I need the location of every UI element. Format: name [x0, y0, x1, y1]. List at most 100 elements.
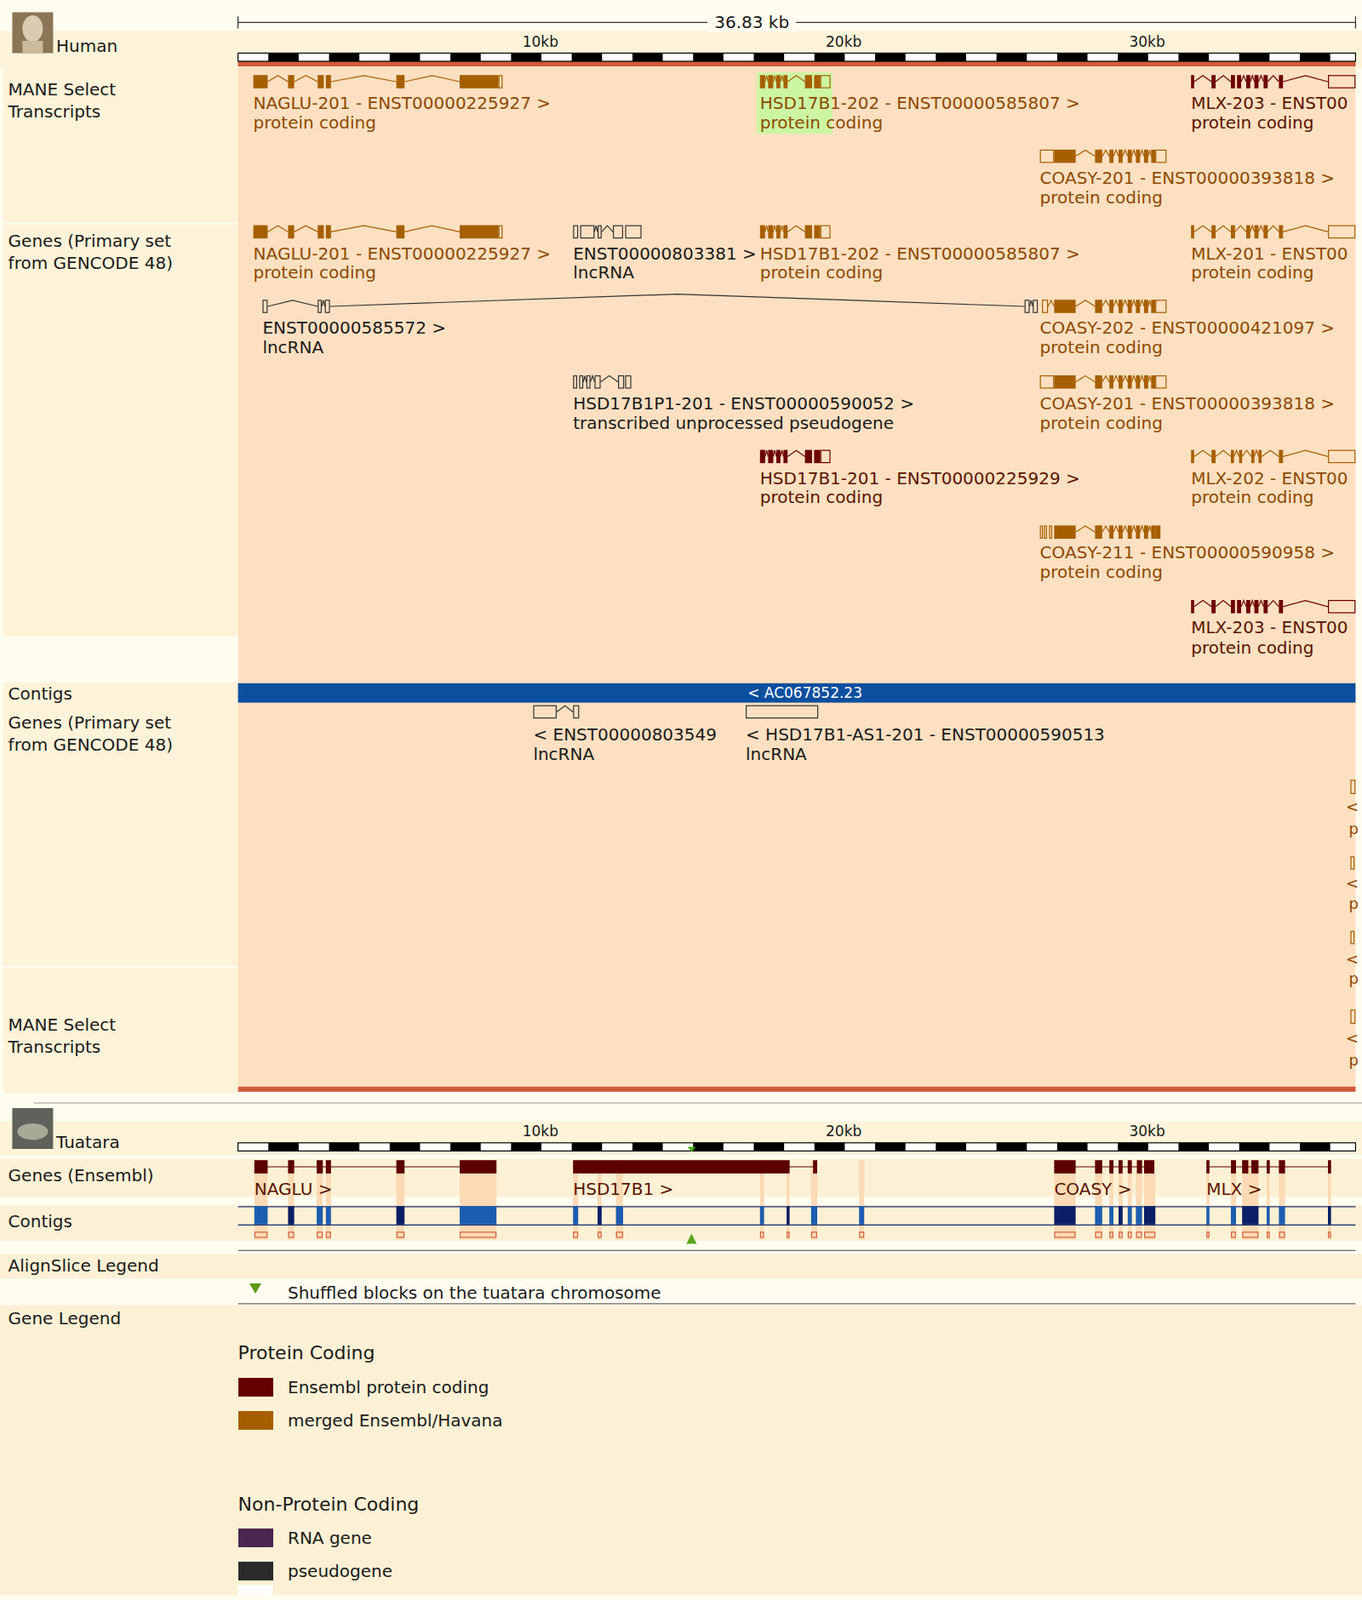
gene-label: COASY > [1053, 1178, 1132, 1199]
coding-exon [1190, 225, 1195, 240]
coding-exon [1246, 74, 1251, 89]
coding-exon [760, 225, 766, 240]
coding-exon [760, 74, 766, 89]
transcript-label: HSD17B1P1-201 - ENST00000590052 > [572, 394, 915, 414]
intron-line [1139, 526, 1145, 533]
legend-item: merged Ensembl/Havana [0, 1407, 1022, 1434]
transcript-label: COASY-211 - ENST00000590958 > [1040, 543, 1336, 563]
scale-label: 30kb [1128, 1123, 1165, 1141]
alignment-box [396, 1232, 404, 1238]
utr-exon [598, 225, 602, 238]
coding-exon [1053, 299, 1076, 314]
intron-line [780, 75, 785, 82]
scale-ruler-segment [753, 1143, 785, 1152]
intron-line [1194, 75, 1212, 82]
utr-exon [1044, 526, 1047, 538]
utr-exon [1040, 376, 1054, 389]
coding-exon [1118, 149, 1123, 164]
intron-line [1194, 450, 1212, 457]
contig-block [459, 1206, 497, 1225]
gene-exon [1127, 1160, 1133, 1174]
intron-line [1261, 450, 1279, 457]
utr-exon [1328, 450, 1356, 463]
coding-exon [1230, 450, 1235, 464]
intron-line [1122, 149, 1128, 156]
track-name-band [3, 68, 239, 223]
species-icon [11, 11, 53, 53]
gene-exon [254, 1160, 269, 1174]
utr-exon [1049, 526, 1052, 538]
contig-block [1127, 1206, 1133, 1225]
intron-line [1075, 526, 1096, 533]
coding-exon [813, 450, 820, 464]
intron-line [331, 225, 397, 232]
utr-exon [573, 225, 578, 238]
contig-block [1206, 1206, 1210, 1225]
legend-rule [238, 1250, 1357, 1252]
coding-exon [326, 225, 332, 240]
contig-block [1278, 1206, 1285, 1225]
legend-item: pseudogene [0, 1558, 1022, 1585]
intron-line [583, 376, 587, 383]
coding-exon [1236, 74, 1242, 89]
transcript-label: COASY-201 - ENST00000393818 > [1040, 167, 1336, 188]
gene-exon [1327, 1160, 1332, 1174]
intron-line [294, 75, 319, 82]
intron-line [1267, 225, 1279, 232]
scale-ruler-segment [1239, 52, 1271, 62]
intron-line [1148, 376, 1152, 383]
alignment-box [1110, 1232, 1114, 1238]
track-name: Contigs [8, 1212, 73, 1232]
coding-exon [1190, 74, 1195, 89]
coding-exon [760, 450, 766, 464]
intron-line [1075, 300, 1096, 307]
transcript-label: protein coding [760, 487, 883, 508]
utr-exon [820, 450, 830, 463]
legend-swatch [238, 1411, 274, 1431]
intron-line [1113, 376, 1119, 383]
coding-exon [776, 450, 781, 464]
coding-exon [1135, 375, 1140, 390]
transcript-label: protein coding [1190, 637, 1314, 658]
coding-exon [1150, 375, 1156, 390]
coding-exon [1109, 299, 1114, 314]
alignment-box [1279, 1232, 1285, 1238]
coding-exon [783, 450, 788, 464]
scale-ruler-segment [875, 1143, 906, 1152]
contig-line [238, 1206, 1357, 1208]
alignment-shading [316, 1160, 323, 1241]
coding-exon [805, 450, 813, 464]
intron-line [787, 450, 805, 457]
coding-exon [1150, 299, 1156, 314]
alignment-box [1242, 1232, 1259, 1238]
transcript-label: transcribed unprocessed pseudogene [572, 412, 894, 433]
transcript-label: p [1349, 969, 1359, 988]
coding-exon [1109, 375, 1114, 390]
scale-ruler-segment [875, 52, 906, 62]
utr-exon [746, 705, 819, 718]
transcript-label: < ENST00000803549 [532, 724, 717, 744]
intron-line [1241, 450, 1252, 457]
alignment-box [859, 1232, 865, 1238]
intron-line [1047, 300, 1054, 307]
intron-line [787, 75, 805, 82]
coding-exon [1258, 450, 1262, 464]
legend-band [0, 1305, 1362, 1597]
coding-exon [767, 74, 773, 89]
alignment-box [317, 1232, 323, 1238]
utr-exon [1155, 300, 1167, 313]
transcript-label: protein coding [1190, 487, 1314, 508]
alignment-shading [326, 1160, 332, 1241]
contig-block [760, 1206, 765, 1225]
utr-exon [1328, 225, 1356, 238]
transcript-label: protein coding [760, 263, 883, 283]
alignment-shading [1144, 1160, 1156, 1241]
coding-exon [1127, 525, 1133, 539]
transcript-label: protein coding [1190, 263, 1314, 283]
intron-line [1215, 75, 1231, 82]
scale-ruler-segment [814, 52, 846, 62]
intron-line [772, 225, 777, 232]
intron-line [331, 75, 397, 82]
intron-line [765, 450, 769, 457]
intron-line [1215, 600, 1231, 607]
